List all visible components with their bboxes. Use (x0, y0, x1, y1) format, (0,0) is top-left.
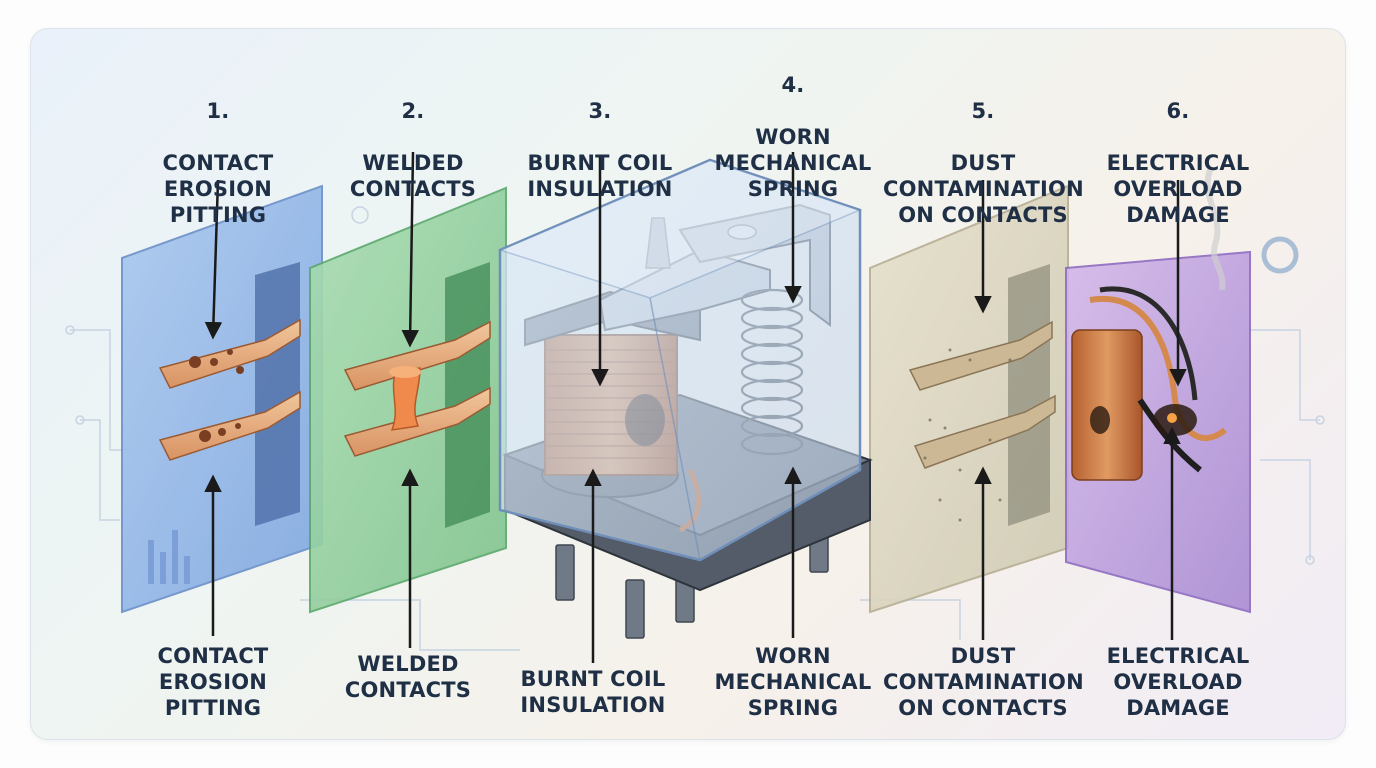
circuit-traces (65, 206, 1325, 651)
panel-welded-contacts (309, 186, 507, 614)
top-label-6-number: 6. (1166, 99, 1190, 123)
label-arrows (204, 151, 1187, 663)
top-label-1: 1. CONTACT EROSION PITTING (118, 72, 318, 254)
panel-dust-contamination (869, 184, 1069, 614)
bottom-label-4: WORN MECHANICAL SPRING (714, 644, 872, 720)
top-label-4-number: 4. (781, 73, 805, 97)
top-label-4-text: WORN MECHANICAL SPRING (714, 125, 872, 201)
top-label-3-text: BURNT COIL INSULATION (527, 151, 673, 201)
bottom-label-5: DUST CONTAMINATION ON CONTACTS (883, 644, 1084, 720)
top-label-2: 2. WELDED CONTACTS (313, 72, 513, 228)
top-label-4: 4. WORN MECHANICAL SPRING (693, 46, 893, 228)
top-label-6-text: ELECTRICAL OVERLOAD DAMAGE (1106, 151, 1250, 227)
top-label-2-text: WELDED CONTACTS (349, 151, 477, 201)
top-label-3: 3. BURNT COIL INSULATION (500, 72, 700, 228)
top-label-5-number: 5. (971, 99, 995, 123)
panel-contact-erosion (121, 184, 323, 614)
top-label-5: 5. DUST CONTAMINATION ON CONTACTS (883, 72, 1084, 254)
top-label-3-number: 3. (588, 99, 612, 123)
top-label-6: 6. ELECTRICAL OVERLOAD DAMAGE (1078, 72, 1278, 254)
top-label-5-text: DUST CONTAMINATION ON CONTACTS (883, 151, 1084, 227)
top-label-1-text: CONTACT EROSION PITTING (162, 151, 274, 227)
bottom-label-1: CONTACT EROSION PITTING (157, 644, 269, 720)
bottom-label-6: ELECTRICAL OVERLOAD DAMAGE (1106, 644, 1250, 720)
bottom-label-3: BURNT COIL INSULATION (520, 667, 666, 717)
top-label-1-number: 1. (206, 99, 230, 123)
bottom-label-2: WELDED CONTACTS (344, 652, 472, 702)
top-label-2-number: 2. (401, 99, 425, 123)
relay-body (497, 158, 873, 639)
